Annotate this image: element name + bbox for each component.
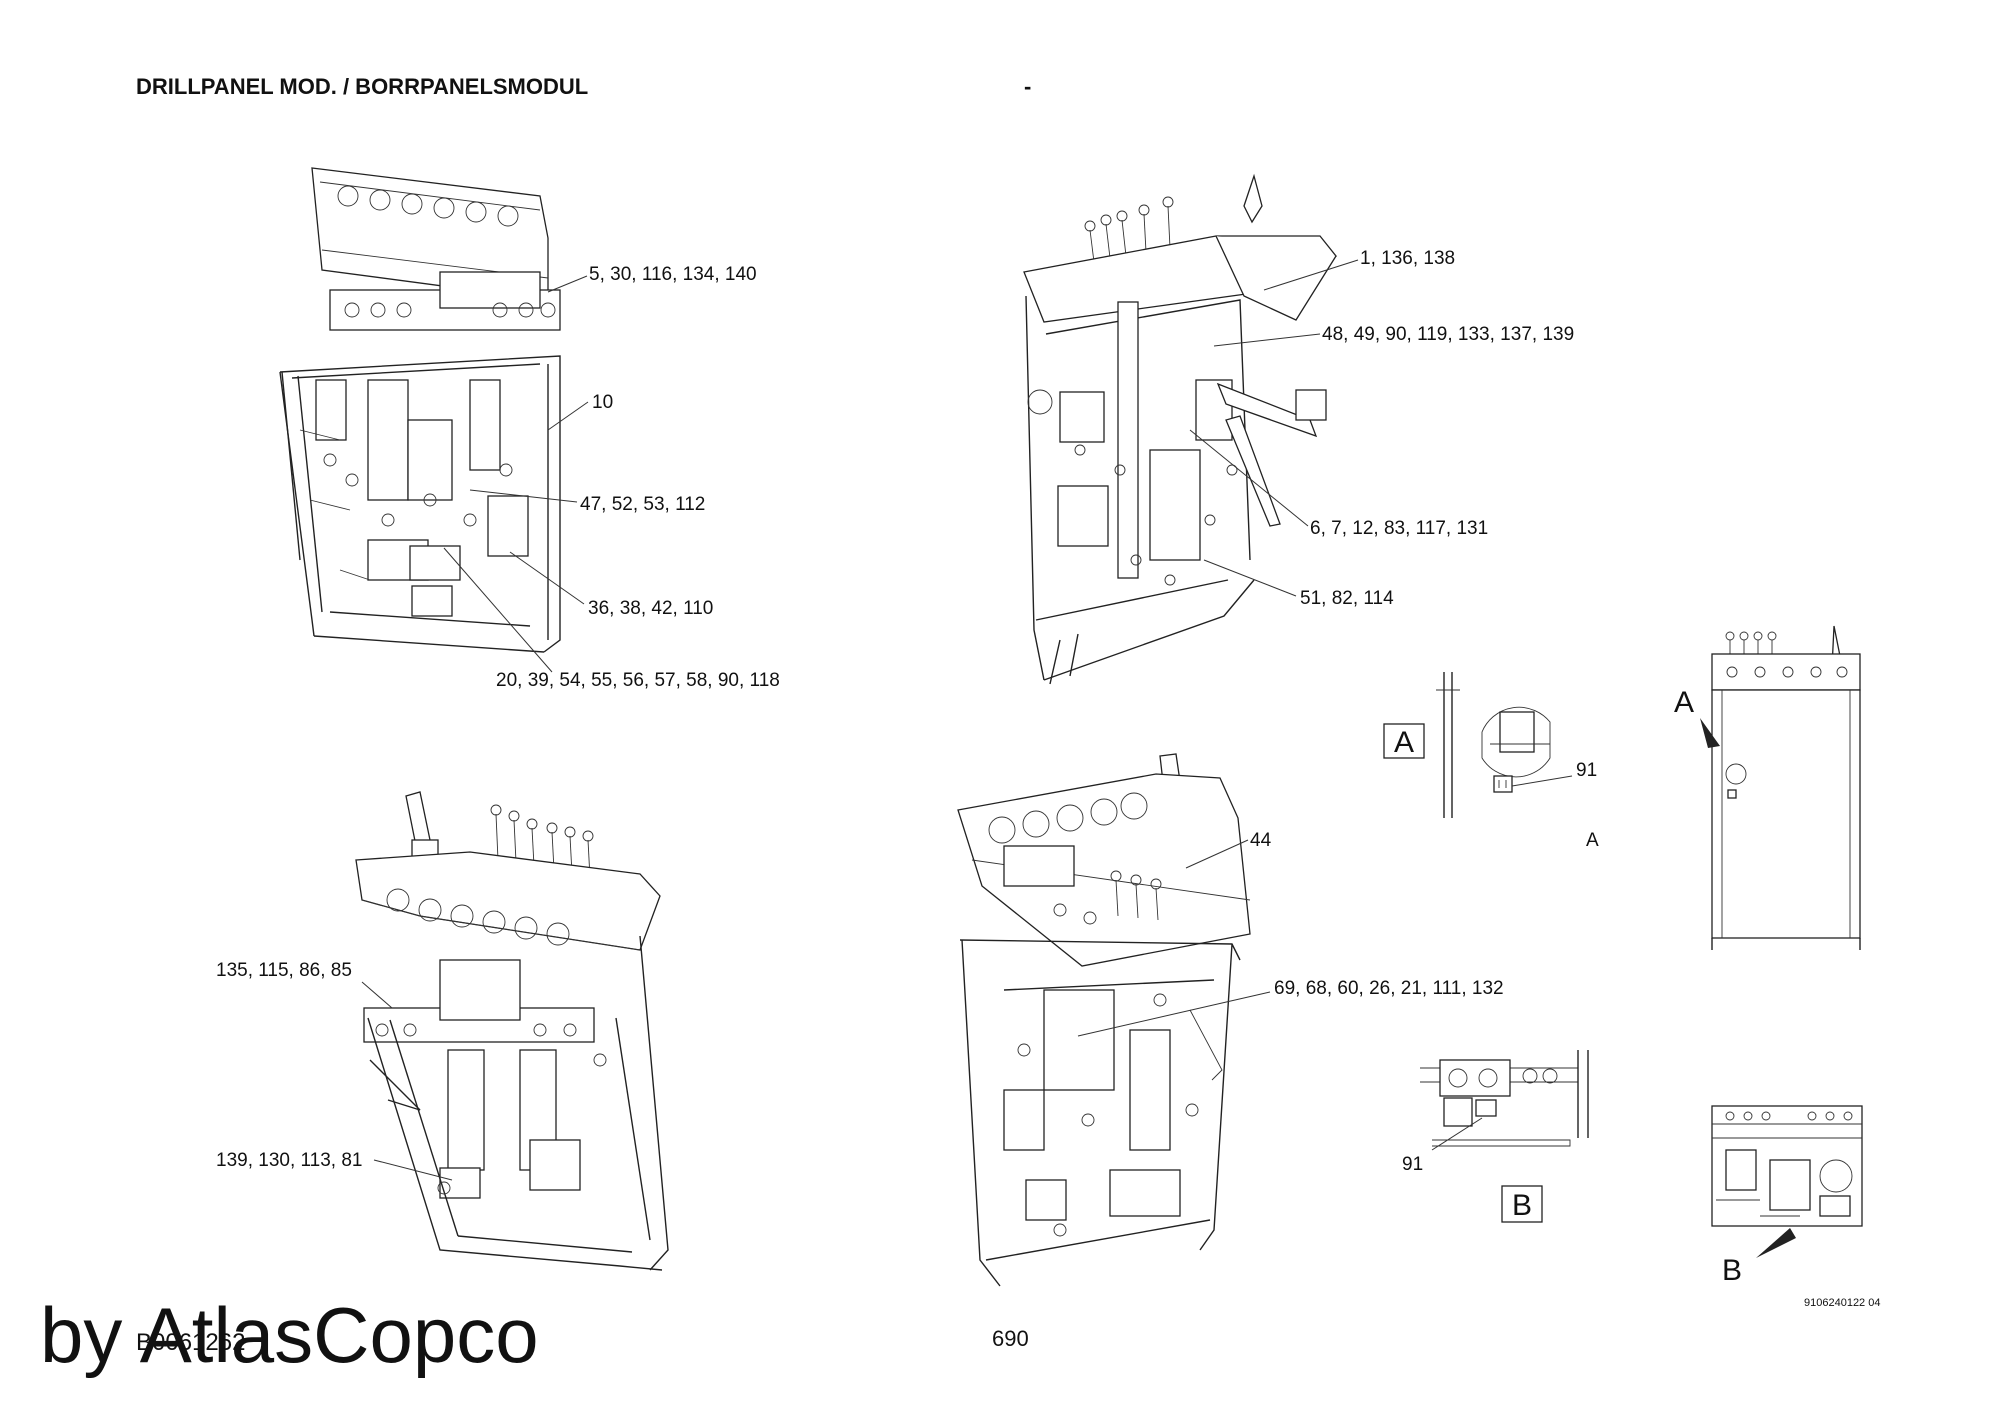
detail-a-box-label: A (1394, 726, 1414, 759)
view-3-leaders (361, 981, 453, 1181)
brand-watermark: by AtlasCopco (40, 1291, 539, 1379)
callout-135-115-86: 135, 115, 86, 85 (216, 960, 352, 981)
callout-139-130-113: 139, 130, 113, 81 (216, 1150, 363, 1171)
arrow-b-pointer (1756, 1228, 1796, 1258)
callout-10: 10 (592, 392, 613, 413)
detail-a-caption: A (1586, 830, 1599, 851)
callout-44: 44 (1250, 830, 1272, 851)
view-4-panel-operator (957, 753, 1251, 1287)
arrow-a-label: A (1674, 686, 1694, 719)
detail-b-box-label: B (1512, 1189, 1532, 1222)
callout-47-52-53: 47, 52, 53, 112 (580, 494, 705, 515)
arrow-b-label: B (1722, 1254, 1742, 1287)
view-2-panel-side (1023, 173, 1338, 685)
document-reference: B0061262 (136, 1329, 245, 1356)
view-1-panel-rear (279, 167, 561, 653)
drawing-number: 9106240122 04 (1804, 1297, 1880, 1309)
view-2-leaders (1189, 259, 1359, 597)
callout-91-detail-a: 91 (1576, 760, 1597, 781)
view-b-small-top (1711, 1105, 1863, 1227)
detail-a-zoom (1436, 672, 1573, 818)
page-number: 690 (992, 1326, 1029, 1351)
callout-1-136-138: 1, 136, 138 (1360, 248, 1455, 269)
callout-91-detail-b: 91 (1402, 1154, 1423, 1175)
callout-51-82-114: 51, 82, 114 (1300, 588, 1394, 609)
detail-a-box (1383, 723, 1425, 759)
view-1-leaders (443, 275, 589, 673)
view-4-leaders (1077, 839, 1271, 1037)
view-3-panel-front (355, 791, 669, 1271)
callout-69-68-60: 69, 68, 60, 26, 21, 111, 132 (1274, 978, 1504, 999)
view-a-small-side (1711, 625, 1861, 950)
callout-6-7-12: 6, 7, 12, 83, 117, 131 (1310, 518, 1488, 539)
detail-b-zoom (1420, 1050, 1589, 1151)
page-title: DRILLPANEL MOD. / BORRPANELSMODUL (136, 74, 588, 99)
callout-48-49-90: 48, 49, 90, 119, 133, 137, 139 (1322, 324, 1574, 345)
detail-b-box (1501, 1185, 1543, 1223)
callout-5-30-116: 5, 30, 116, 134, 140 (589, 264, 757, 285)
callout-36-38-42: 36, 38, 42, 110 (588, 598, 713, 619)
callout-20-39-54: 20, 39, 54, 55, 56, 57, 58, 90, 118 (496, 670, 780, 691)
title-dash: - (1024, 74, 1031, 99)
arrow-a-pointer (1700, 718, 1720, 748)
